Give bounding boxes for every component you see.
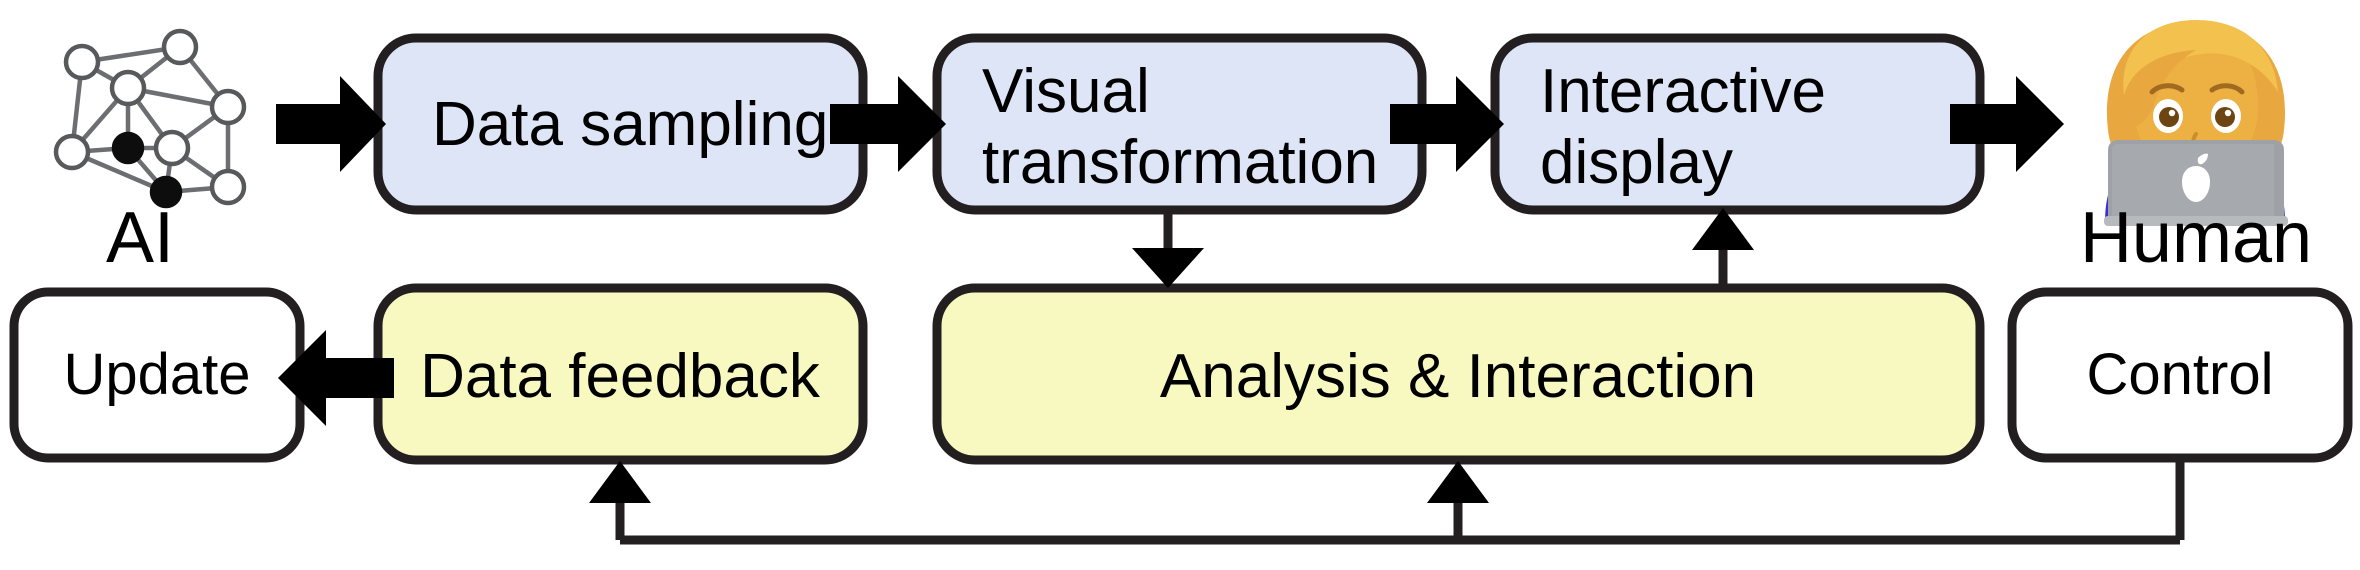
apple-logo-icon [2182, 153, 2210, 202]
arrow-visual-transformation-to-interactive-display [1390, 76, 1504, 172]
arrow-data-feedback-to-update [278, 330, 394, 426]
box-label-visual-transformation-line1: Visual [982, 57, 1150, 126]
box-label-update: Update [63, 342, 250, 407]
arrowhead-into-data-feedback [589, 461, 651, 503]
box-label-data-feedback: Data feedback [420, 342, 821, 411]
endpoint-label-ai: AI [106, 198, 174, 278]
box-label-analysis-interaction: Analysis & Interaction [1160, 342, 1756, 411]
arrowhead-into-analysis-interaction [1427, 461, 1489, 503]
arrow-ai-to-data-sampling [276, 76, 386, 172]
box-analysis-interaction[interactable] [932, 283, 1985, 465]
arrow-analysis-to-interactive-display [1692, 208, 1754, 288]
box-label-visual-transformation-line2: transformation [982, 128, 1378, 197]
arrow-visual-transformation-to-analysis [1132, 212, 1204, 288]
box-label-interactive-display-line1: Interactive [1540, 57, 1826, 126]
box-label-interactive-display-line2: display [1540, 128, 1733, 197]
arrow-data-sampling-to-visual-transformation [830, 76, 946, 172]
box-label-control: Control [2087, 342, 2274, 407]
arrow-interactive-display-to-human [1950, 76, 2064, 172]
endpoint-label-human: Human [2080, 198, 2312, 278]
elbow-control-to-feedback-boxes [589, 458, 2185, 545]
graph-network-icon [53, 28, 247, 209]
woman-technologist-emoji [2104, 20, 2288, 226]
box-label-data-sampling: Data sampling [432, 90, 828, 159]
